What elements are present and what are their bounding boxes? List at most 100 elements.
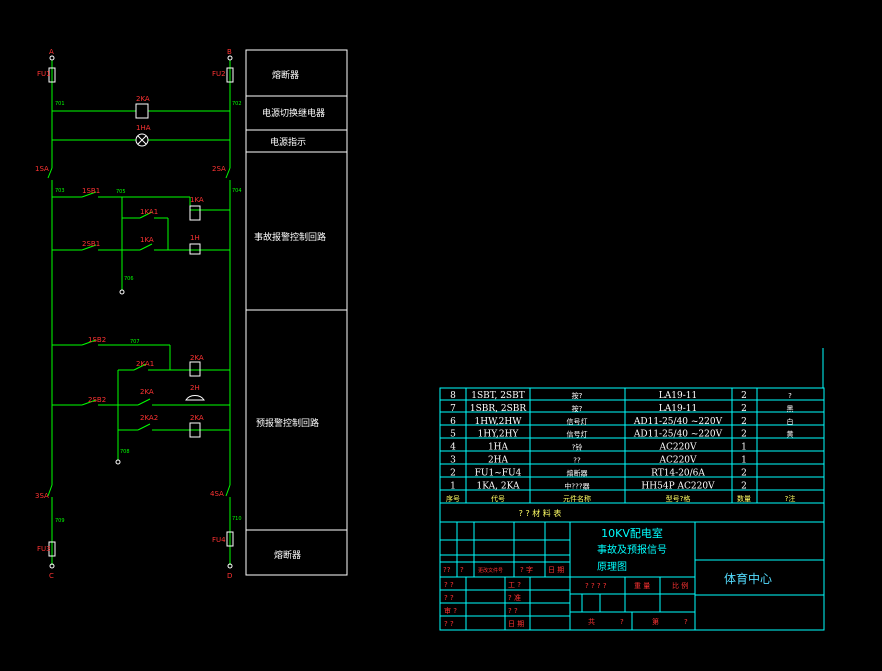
- left-label-3: 审 ?: [444, 606, 457, 615]
- parts-row-5-code: 1HY,2HY: [478, 430, 520, 440]
- fuse-fu2-label: FU2: [212, 70, 226, 78]
- upper-relay-coil-symbol: [189, 205, 201, 221]
- parts-header-code: 代号: [491, 494, 505, 503]
- parts-row-7-model: LA19-11: [659, 404, 697, 414]
- parts-row-8-code: 1SBT, 2SBT: [471, 391, 524, 401]
- parts-row-1-name: 中???器: [564, 481, 589, 490]
- parts-row-8-note: ?: [788, 392, 792, 400]
- lower-b1-label: 1SB2: [88, 336, 106, 344]
- section-label-fuse-bottom: 熔断器: [274, 549, 301, 561]
- title-org: 体育中心: [724, 571, 772, 586]
- mid-label-3: ? ?: [508, 607, 518, 615]
- section-panel: 熔断器 电源切换继电器 电源指示 事故报警控制回路 预报警控制回路 熔断器: [245, 49, 348, 576]
- upper-end-dot: [119, 289, 125, 295]
- mid-label-1: 工 ?: [508, 581, 521, 589]
- lamp-label: 1HA: [136, 124, 151, 132]
- parts-row-8-model: LA19-11: [659, 391, 697, 401]
- parts-row-6-note: 白: [787, 417, 794, 426]
- buzzer-label: 1H: [190, 234, 200, 242]
- parts-row-2-code: FU1~FU4: [475, 468, 522, 478]
- parts-row-8-name: 按?: [572, 391, 583, 400]
- parts-row-8-no: 8: [450, 391, 456, 401]
- terminal-d: D: [227, 572, 232, 580]
- parts-header-name: 元件名称: [563, 494, 591, 503]
- mid-label-4: 日 期: [508, 620, 524, 628]
- parts-row-4-model: AC220V: [658, 443, 697, 453]
- parts-header-note: ?注: [785, 494, 796, 503]
- parts-row-5-note: 黄: [787, 430, 794, 439]
- parts-row-7-no: 7: [450, 404, 456, 414]
- circuit-wiring: [47, 60, 231, 565]
- terminal-b-dot: [227, 55, 233, 61]
- wire-702: 702: [232, 101, 242, 107]
- wire-709: 709: [55, 518, 65, 524]
- parts-row-5-no: 5: [450, 430, 456, 440]
- relay-coil-symbol: [135, 103, 149, 119]
- section-label-pre-alarm: 预报警控制回路: [256, 417, 319, 429]
- lower-b2-label: 2SB2: [88, 396, 106, 404]
- sheet-total-label: 共: [588, 617, 595, 626]
- lower-relay-coil2-symbol: [189, 422, 201, 438]
- switch-2sa-label: 2SA: [212, 165, 226, 173]
- fuse-fu3-label: FU3: [37, 545, 51, 553]
- parts-row-7-code: 1SBR, 2SBR: [470, 404, 527, 414]
- left-label-1: ? ?: [444, 581, 454, 589]
- wire-708: 708: [120, 449, 130, 455]
- terminal-c: C: [49, 572, 54, 580]
- parts-row-1-model: HH54P AC220V: [641, 481, 715, 491]
- parts-row-1-no: 1: [450, 481, 456, 491]
- terminal-d-dot: [227, 563, 233, 569]
- lamp-symbol: [135, 133, 149, 147]
- fuse-fu2-symbol: [226, 67, 234, 83]
- parts-row-4-qty: 1: [741, 443, 747, 453]
- title-line3: 原理图: [597, 561, 627, 573]
- parts-row-7-name: 按?: [572, 404, 583, 413]
- lower-k2-label: 2KA1: [136, 360, 154, 368]
- section-label-fuse-top: 熔断器: [272, 69, 299, 81]
- switch-3sa-label: 3SA: [35, 492, 49, 500]
- wire-710: 710: [232, 516, 242, 522]
- fuse-fu3-symbol: [48, 541, 56, 557]
- fuse-fu1-label: FU1: [37, 70, 51, 78]
- left-label-4: ? ?: [444, 620, 454, 628]
- parts-row-1-qty: 2: [741, 481, 747, 491]
- parts-row-7-note: 黑: [787, 405, 794, 413]
- upper-k3-label: 1KA: [140, 236, 154, 244]
- parts-row-2-name: 熔断器: [567, 468, 588, 477]
- bell-label: 2H: [190, 384, 200, 392]
- parts-row-8-qty: 2: [741, 391, 747, 401]
- terminal-a-dot: [49, 55, 55, 61]
- title-line1: 10KV配电室: [601, 526, 663, 540]
- parts-row-3-model: AC220V: [658, 456, 697, 466]
- parts-row-2-model: RT14-20/6A: [651, 468, 705, 478]
- section-label-power-indicator: 电源指示: [270, 136, 306, 148]
- parts-row-6-qty: 2: [741, 417, 747, 427]
- lower-k4-label: 2KA2: [140, 414, 158, 422]
- terminal-c-dot: [49, 563, 55, 569]
- parts-table: [439, 348, 825, 631]
- terminal-b: B: [227, 48, 232, 56]
- parts-row-3-name: ??: [573, 457, 581, 465]
- fuse-fu4-label: FU4: [212, 536, 226, 544]
- bell-symbol: [185, 395, 205, 401]
- parts-row-1-code: 1KA, 2KA: [477, 481, 520, 491]
- weight-label: 重 量: [634, 582, 650, 590]
- relay-label: 2KA: [136, 95, 150, 103]
- scale-label: 比 例: [672, 581, 688, 590]
- parts-header-qty: 数量: [737, 494, 751, 503]
- mid-label-2: ? 准: [508, 593, 521, 602]
- parts-row-4-code: 1HA: [488, 443, 509, 453]
- rev-cell-1: ??: [443, 566, 451, 574]
- left-label-2: ? ?: [444, 594, 454, 602]
- circuit-components: [48, 55, 234, 569]
- wire-704: 704: [232, 188, 242, 194]
- title-line2: 事故及预报信号: [597, 543, 667, 556]
- rev-cell-4: ? 字: [520, 565, 533, 574]
- lower-relay-coil-symbol: [189, 361, 201, 377]
- parts-row-4-no: 4: [450, 443, 456, 453]
- parts-row-2-qty: 2: [741, 468, 747, 478]
- rev-cell-2: ?: [460, 566, 464, 574]
- parts-row-7-qty: 2: [741, 404, 747, 414]
- section-label-relay: 电源切换继电器: [262, 107, 325, 119]
